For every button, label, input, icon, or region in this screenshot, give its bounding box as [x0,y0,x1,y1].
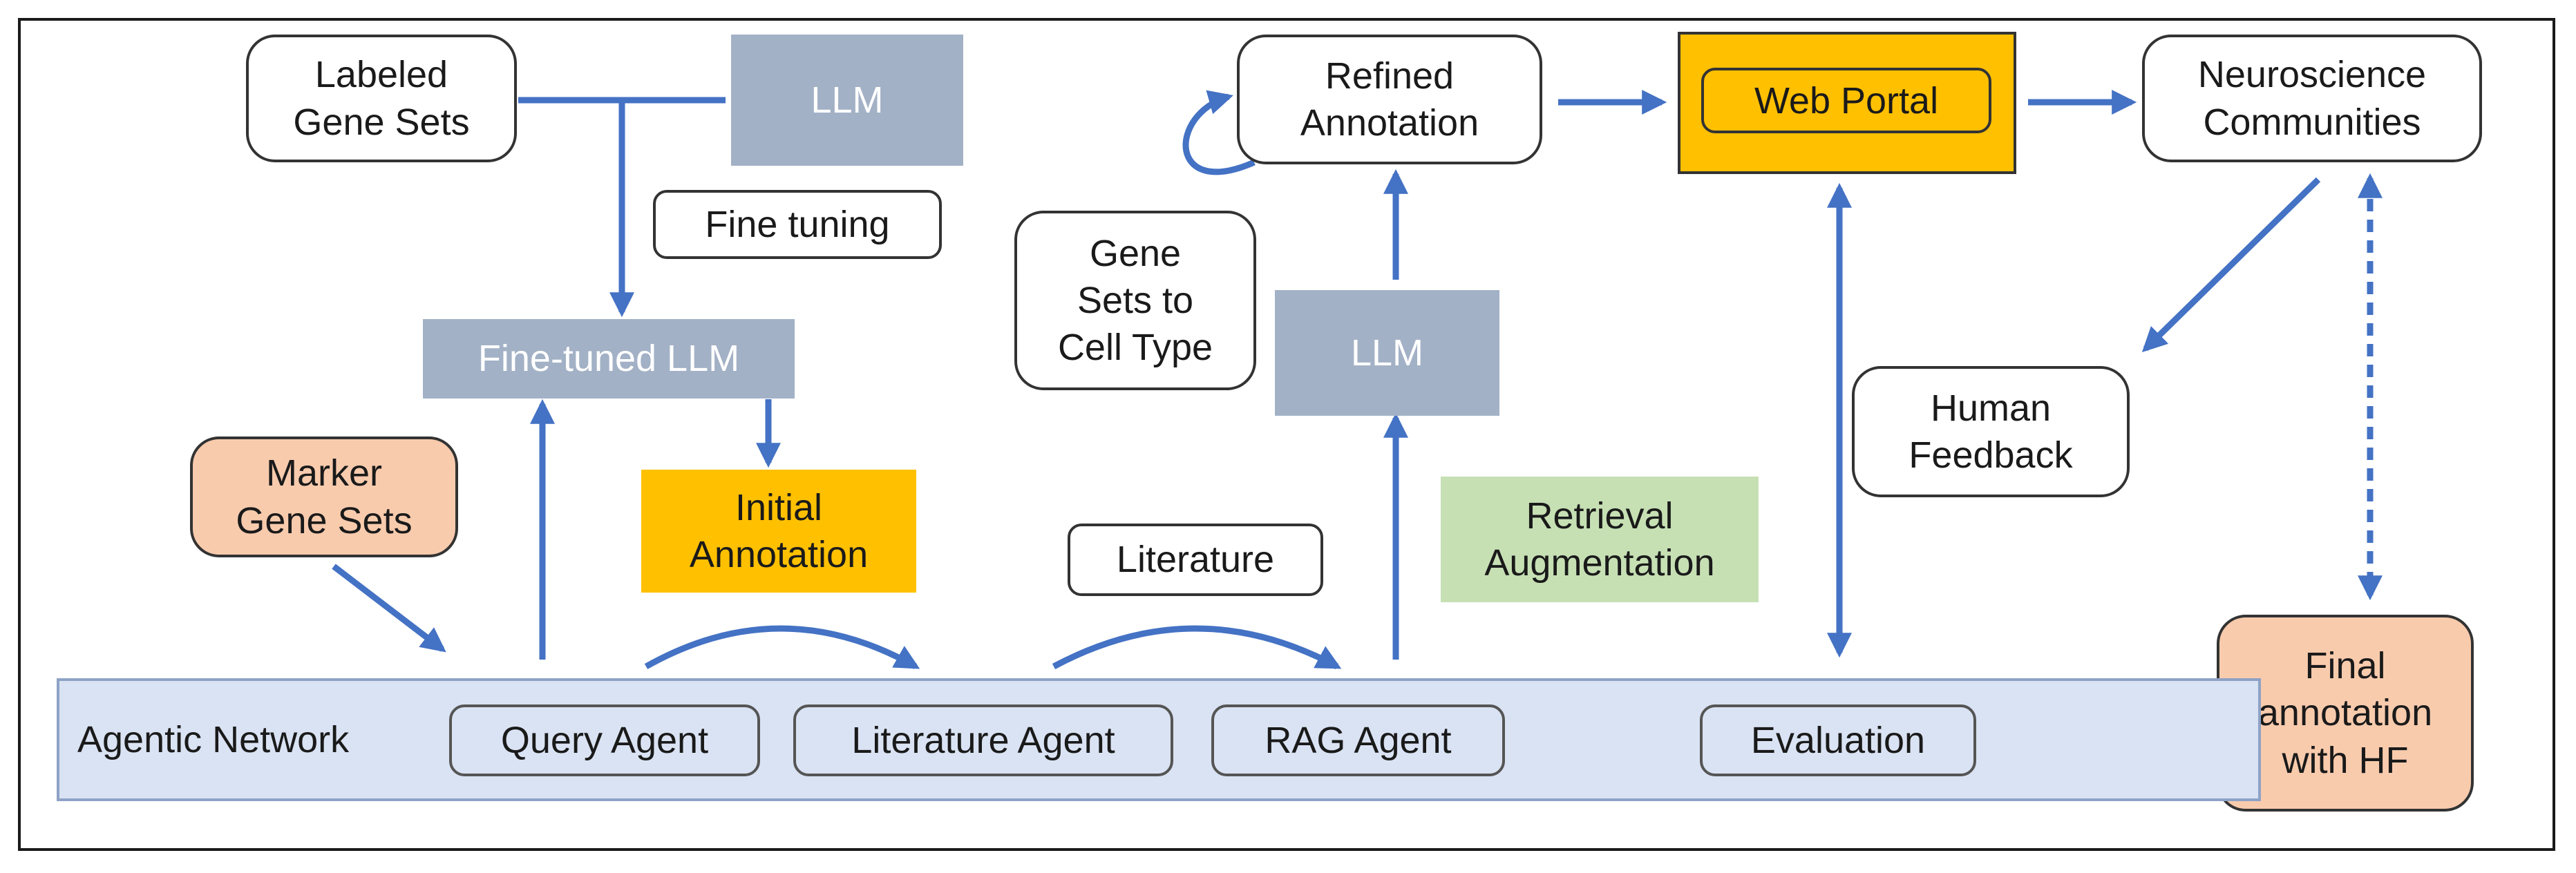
literature-agent-label: Literature Agent [851,720,1115,761]
neuroscience-line-2: Communities [2203,101,2421,143]
web-portal-label: Web Portal [1754,79,1939,122]
labeled-gene-sets-node: Labeled Gene Sets [246,35,517,162]
neuroscience-line-1: Neuroscience [2197,54,2427,96]
marker-gene-sets-line-1: Marker [265,452,382,495]
fine-tuned-llm-label: Fine-tuned LLM [477,338,740,380]
refined-annotation-line-2: Annotation [1300,102,1479,144]
agentic-network-label: Agentic Network [77,719,350,760]
initial-annotation-line-1: Initial [735,486,823,528]
initial-annotation-box: Initial Annotation [641,470,916,593]
llm-middle-box: LLM [1275,290,1499,416]
human-feedback-node: Human Feedback [1852,366,2130,497]
initial-annotation-line-2: Annotation [689,534,869,575]
retrieval-line-1: Retrieval [1526,495,1674,537]
arrow-curve-query-to-literature [644,625,920,669]
llm-top-box: LLM [731,35,963,166]
refined-annotation-node: Refined Annotation [1237,35,1542,164]
labeled-gene-sets-line-1: Labeled [314,54,448,96]
arrow-curve-literature-to-rag [1052,625,1342,669]
gene-sets-line-2: Sets to [1077,279,1194,321]
final-annotation-line-3: with HF [2282,739,2409,781]
fine-tuning-label: Fine tuning [705,203,890,245]
final-annotation-line-2: annotation [2257,692,2433,734]
llm-middle-label: LLM [1350,332,1424,374]
evaluation-agent[interactable]: Evaluation [1700,704,1976,776]
refined-annotation-line-1: Refined [1325,55,1455,97]
rag-agent[interactable]: RAG Agent [1211,704,1505,776]
final-annotation-line-1: Final [2304,645,2386,687]
rag-agent-label: RAG Agent [1265,720,1452,761]
retrieval-augmentation-box: Retrieval Augmentation [1441,477,1759,602]
query-agent-label: Query Agent [500,720,709,761]
human-feedback-line-2: Feedback [1909,434,2073,476]
fine-tuned-llm-box: Fine-tuned LLM [423,319,795,399]
gene-sets-to-cell-type-node: Gene Sets to Cell Type [1014,211,1256,390]
gene-sets-line-1: Gene [1089,232,1182,274]
retrieval-line-2: Augmentation [1484,542,1715,584]
literature-node: Literature [1068,524,1323,596]
web-portal-button[interactable]: Web Portal [1701,68,1991,133]
marker-gene-sets-node: Marker Gene Sets [190,436,458,557]
marker-gene-sets-line-2: Gene Sets [236,499,413,541]
labeled-gene-sets-line-2: Gene Sets [293,101,470,143]
evaluation-agent-label: Evaluation [1750,720,1926,761]
gene-sets-line-3: Cell Type [1057,327,1213,369]
human-feedback-line-1: Human [1930,387,2052,429]
arrow-marker-to-network [332,564,446,653]
literature-agent[interactable]: Literature Agent [793,704,1173,776]
literature-label: Literature [1116,539,1275,581]
llm-top-label: LLM [811,79,884,121]
arrow-refined-self-loop [1182,90,1256,175]
web-portal-box [1678,32,2016,174]
arrow-neuroscience-to-feedback [2141,177,2321,353]
query-agent[interactable]: Query Agent [449,704,760,776]
fine-tuning-node: Fine tuning [653,190,942,259]
neuroscience-communities-node: Neuroscience Communities [2142,35,2482,162]
